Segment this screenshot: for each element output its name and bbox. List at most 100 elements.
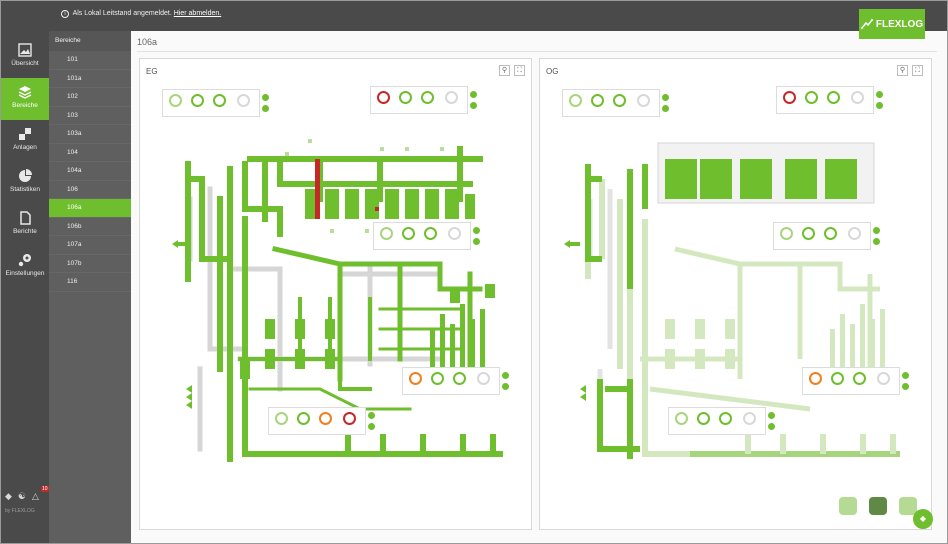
status-dial-warning bbox=[318, 412, 332, 425]
area-item-106a[interactable]: 106a bbox=[49, 199, 131, 218]
status-dial bbox=[696, 412, 710, 425]
station-action-button[interactable] bbox=[876, 91, 883, 98]
login-notice: i Als Lokal Leitstand angemeldet. Hier a… bbox=[61, 10, 221, 18]
station-action-button[interactable] bbox=[470, 91, 477, 98]
area-item-106[interactable]: 106 bbox=[49, 181, 131, 199]
station-action-button[interactable] bbox=[368, 423, 375, 430]
nav-item-einstellungen[interactable]: Einstellungen bbox=[1, 246, 49, 288]
area-item-104a[interactable]: 104a bbox=[49, 162, 131, 181]
nav-label: Berichte bbox=[13, 228, 37, 235]
station-action-button[interactable] bbox=[502, 372, 509, 379]
status-dial-fault bbox=[782, 91, 796, 104]
station-action-button[interactable] bbox=[876, 102, 883, 109]
station-card[interactable] bbox=[668, 407, 775, 435]
status-dial bbox=[398, 91, 412, 104]
pie-chart-icon bbox=[19, 169, 32, 182]
faulty-conveyor-segment[interactable] bbox=[315, 159, 320, 219]
station-action-button[interactable] bbox=[768, 423, 775, 430]
status-dial bbox=[742, 412, 756, 425]
area-item-101a[interactable]: 101a bbox=[49, 70, 131, 88]
station-card[interactable] bbox=[268, 407, 375, 435]
tag-action-button[interactable]: ◆ bbox=[913, 509, 933, 529]
view-toggle-1[interactable] bbox=[839, 497, 857, 515]
station-action-button[interactable] bbox=[902, 383, 909, 390]
station-action-button[interactable] bbox=[473, 238, 480, 245]
area-item-103a[interactable]: 103a bbox=[49, 125, 131, 144]
status-dial bbox=[850, 91, 864, 104]
station-action-button[interactable] bbox=[473, 227, 480, 234]
station-card[interactable] bbox=[562, 89, 669, 117]
conveyor-plan-og bbox=[564, 142, 900, 459]
station-card[interactable] bbox=[802, 367, 909, 395]
status-dial bbox=[296, 412, 310, 425]
station-card[interactable] bbox=[162, 89, 269, 117]
view-toggle-3[interactable] bbox=[899, 497, 917, 515]
status-dial bbox=[447, 227, 461, 240]
tag-icon[interactable]: ◆ bbox=[5, 491, 12, 501]
nav-item-bereiche[interactable]: Bereiche bbox=[1, 78, 49, 120]
station-action-button[interactable] bbox=[662, 105, 669, 112]
station-action-button[interactable] bbox=[768, 412, 775, 419]
status-dial bbox=[274, 412, 288, 425]
area-item-107b[interactable]: 107b bbox=[49, 255, 131, 273]
area-item-102[interactable]: 102 bbox=[49, 88, 131, 107]
area-item-104[interactable]: 104 bbox=[49, 144, 131, 162]
station-action-button[interactable] bbox=[502, 383, 509, 390]
status-dial bbox=[876, 372, 890, 385]
station-card[interactable] bbox=[773, 222, 880, 250]
nav-label: Anlagen bbox=[13, 144, 37, 151]
layers-icon bbox=[18, 86, 32, 99]
station-action-button[interactable] bbox=[368, 412, 375, 419]
footer-brand: by FLEXLOG bbox=[5, 508, 35, 514]
area-item-101[interactable]: 101 bbox=[49, 51, 131, 70]
area-item-107a[interactable]: 107a bbox=[49, 236, 131, 255]
status-dial bbox=[823, 227, 837, 240]
station-card[interactable] bbox=[402, 367, 509, 395]
station-action-button[interactable] bbox=[662, 94, 669, 101]
floor-panel-eg: EG ⚲ ⛶ bbox=[139, 58, 532, 530]
status-dial bbox=[379, 227, 393, 240]
status-dial bbox=[168, 94, 182, 107]
area-item-106b[interactable]: 106b bbox=[49, 218, 131, 236]
status-dial bbox=[718, 412, 732, 425]
station-action-button[interactable] bbox=[262, 105, 269, 112]
status-dial-warning bbox=[408, 372, 422, 385]
nav-item-anlagen[interactable]: Anlagen bbox=[1, 120, 49, 162]
status-dial bbox=[674, 412, 688, 425]
logo-text: FLEXLOG bbox=[875, 18, 924, 30]
status-dial bbox=[568, 94, 582, 107]
nav-item-berichte[interactable]: Berichte bbox=[1, 204, 49, 246]
status-dial bbox=[804, 91, 818, 104]
conveyor-plan-eg bbox=[172, 139, 503, 462]
station-card[interactable] bbox=[373, 222, 480, 250]
zoom-icon[interactable]: ⚲ bbox=[897, 65, 908, 76]
area-list-header: Bereiche bbox=[49, 31, 131, 51]
area-item-103[interactable]: 103 bbox=[49, 107, 131, 125]
status-dial bbox=[444, 91, 458, 104]
logout-link[interactable]: Hier abmelden. bbox=[173, 10, 222, 17]
top-bar: i Als Lokal Leitstand angemeldet. Hier a… bbox=[1, 1, 947, 31]
area-item-116[interactable]: 116 bbox=[49, 273, 131, 292]
settings-icon bbox=[18, 254, 31, 267]
station-action-button[interactable] bbox=[902, 372, 909, 379]
warning-icon[interactable]: △ bbox=[32, 491, 39, 501]
status-dial-warning bbox=[808, 372, 822, 385]
nav-label: Bereiche bbox=[12, 102, 38, 109]
view-toggle-2[interactable] bbox=[869, 497, 887, 515]
station-card[interactable] bbox=[370, 86, 477, 114]
nav-item-ubersicht[interactable]: Übersicht bbox=[1, 36, 49, 78]
station-action-button[interactable] bbox=[470, 102, 477, 109]
zoom-icon[interactable]: ⚲ bbox=[499, 65, 510, 76]
fullscreen-icon[interactable]: ⛶ bbox=[514, 65, 525, 76]
station-action-button[interactable] bbox=[262, 94, 269, 101]
fullscreen-icon[interactable]: ⛶ bbox=[912, 65, 923, 76]
station-card[interactable] bbox=[776, 86, 883, 114]
user-icon[interactable]: ☯ bbox=[17, 491, 26, 501]
page-title: 106a bbox=[137, 37, 158, 47]
station-action-button[interactable] bbox=[873, 238, 880, 245]
panel-label-og: OG bbox=[546, 67, 559, 76]
station-action-button[interactable] bbox=[873, 227, 880, 234]
nav-item-statistiken[interactable]: Statistiken bbox=[1, 162, 49, 204]
status-dial bbox=[420, 91, 434, 104]
